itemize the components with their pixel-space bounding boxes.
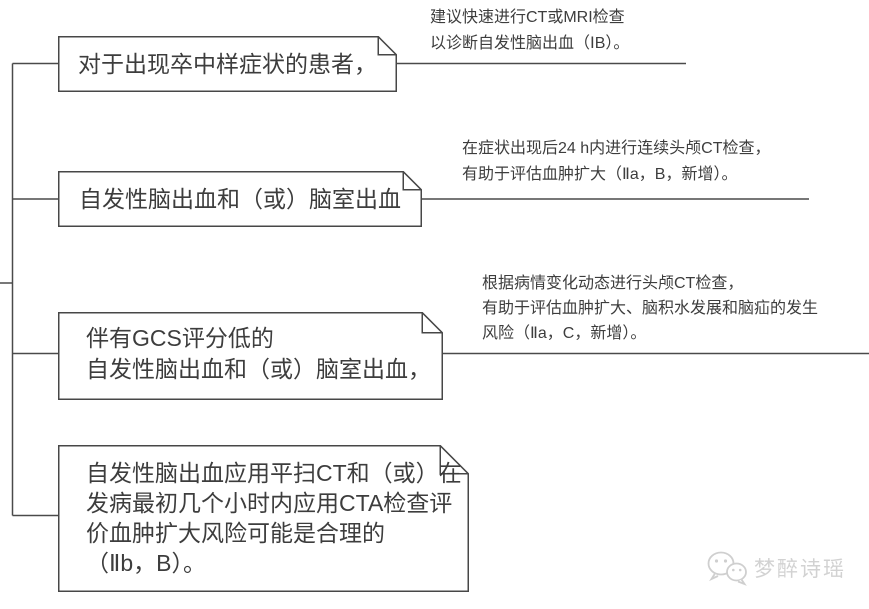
node-line: 自发性脑出血和（或）脑室出血 [79, 186, 401, 212]
annotation-line: 以诊断自发性脑出血（ⅠB）。 [430, 35, 630, 52]
node-box-2: 自发性脑出血和（或）脑室出血 [58, 171, 422, 227]
annotation-line: 建议快速进行CT或MRI检查 [430, 9, 625, 26]
node-line: 自发性脑出血应用平扫CT和（或）在 [86, 460, 462, 486]
node-line: （Ⅱb，B）。 [86, 550, 206, 576]
annotation-line: 风险（Ⅱa，C，新增）。 [482, 325, 647, 342]
watermark: 梦醉诗瑶 [706, 549, 846, 587]
annotation-3: 根据病情变化动态进行头颅CT检查， 有助于评估血肿扩大、脑积水发展和脑疝的发生 … [482, 271, 818, 346]
node-text-2: 自发性脑出血和（或）脑室出血 [58, 171, 422, 227]
folded-corner-icon [421, 312, 443, 334]
node-text-4: 自发性脑出血应用平扫CT和（或）在 发病最初几个小时内应用CTA检查评 价血肿扩… [58, 445, 469, 592]
node-line: 发病最初几个小时内应用CTA检查评 [86, 490, 453, 516]
annotation-line: 有助于评估血肿扩大、脑积水发展和脑疝的发生 [482, 300, 819, 317]
node-line: 价血肿扩大风险可能是合理的 [86, 520, 385, 546]
folded-note-shape [58, 171, 422, 227]
node-box-4: 自发性脑出血应用平扫CT和（或）在 发病最初几个小时内应用CTA检查评 价血肿扩… [58, 445, 469, 592]
wechat-icon [707, 551, 747, 586]
node-text-1: 对于出现卒中样症状的患者， [58, 36, 397, 92]
node-text-3: 伴有GCS评分低的 自发性脑出血和（或）脑室出血， [58, 312, 443, 400]
annotation-line: 有助于评估血肿扩大（Ⅱa，B，新增）。 [462, 166, 738, 183]
annotation-line: 根据病情变化动态进行头颅CT检查， [482, 275, 744, 292]
folded-corner-icon [402, 171, 422, 191]
annotation-line: 在症状出现后24 h内进行连续头颅CT检查， [462, 140, 771, 157]
folded-corner-icon [439, 445, 469, 475]
annotation-1: 建议快速进行CT或MRI检查 以诊断自发性脑出血（ⅠB）。 [430, 5, 629, 57]
node-line: 自发性脑出血和（或）脑室出血， [86, 356, 431, 382]
folded-corner-icon [377, 36, 397, 56]
node-box-3: 伴有GCS评分低的 自发性脑出血和（或）脑室出血， [58, 312, 443, 400]
folded-note-shape [58, 312, 443, 400]
folded-note-shape [58, 36, 397, 92]
node-line: 对于出现卒中样症状的患者， [78, 51, 377, 77]
node-box-1: 对于出现卒中样症状的患者， [58, 36, 397, 92]
node-line: 伴有GCS评分低的 [86, 325, 274, 351]
annotation-2: 在症状出现后24 h内进行连续头颅CT检查， 有助于评估血肿扩大（Ⅱa，B，新增… [462, 136, 770, 188]
watermark-text: 梦醉诗瑶 [754, 558, 846, 581]
folded-note-shape [58, 445, 469, 592]
